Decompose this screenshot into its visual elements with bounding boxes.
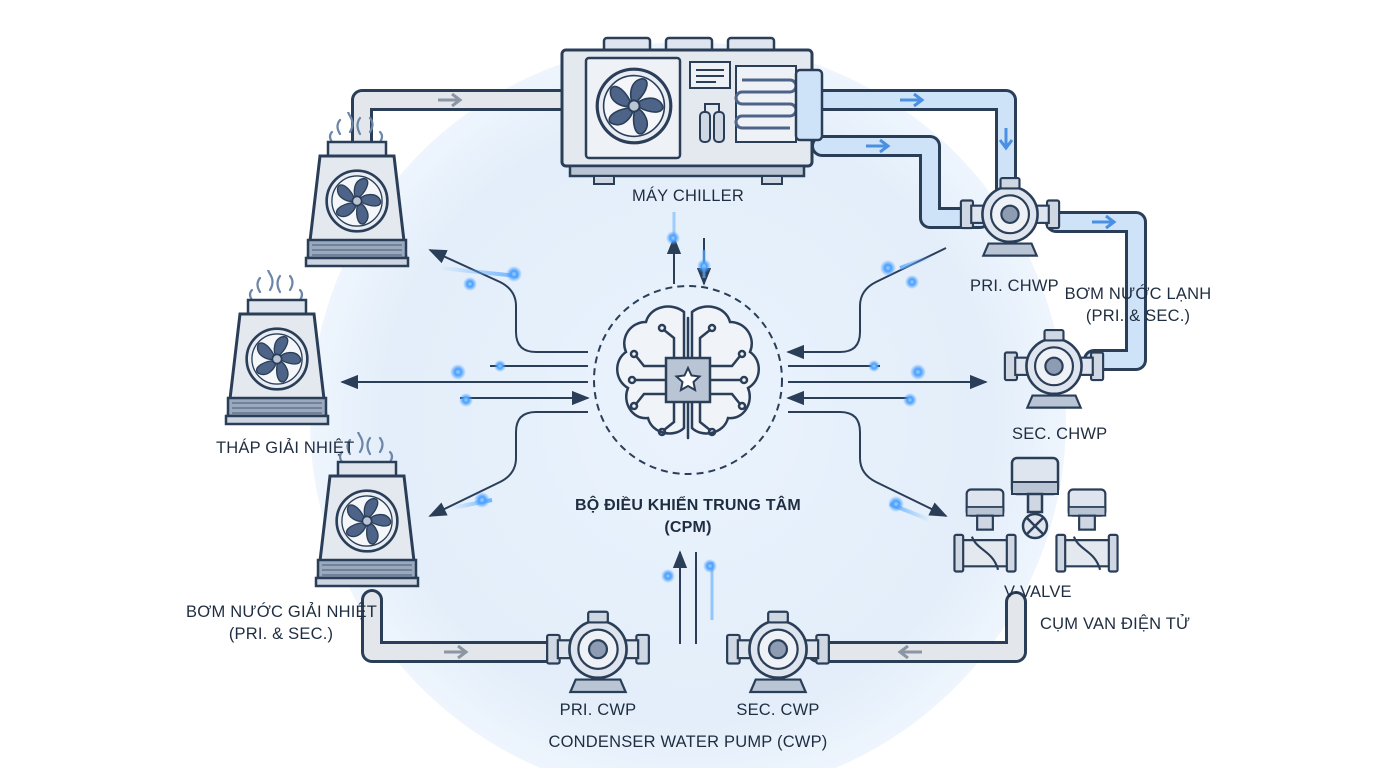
- flow-arrows: [438, 92, 1117, 660]
- pri-cwp-label: PRI. CWP: [559, 701, 637, 719]
- chiller-icon[interactable]: [560, 36, 824, 185]
- controller-ring: [593, 285, 783, 475]
- valve-icon[interactable]: [1055, 488, 1119, 573]
- cooling-tower-label: THÁP GIẢI NHIỆT: [216, 439, 355, 457]
- chwp-group-label-line2: (PRI. & SEC.): [1085, 307, 1191, 325]
- sec-cwp-label: SEC. CWP: [736, 701, 820, 719]
- valve-icon[interactable]: [1010, 456, 1060, 540]
- cwp-title: CONDENSER WATER PUMP (CWP): [548, 733, 828, 751]
- brain-chip-icon[interactable]: [616, 305, 760, 440]
- flow-arrow: [444, 644, 469, 660]
- controller-label-line1: BỘ ĐIỀU KHIỂN TRUNG TÂM: [575, 497, 801, 514]
- pipe-network: [351, 89, 1147, 663]
- flow-arrow: [897, 644, 922, 660]
- controller-label-line2: (CPM): [664, 519, 712, 536]
- cooling-tower-icon[interactable]: [226, 266, 328, 424]
- cwp-group-label-line2: (PRI. & SEC.): [228, 625, 334, 643]
- flow-arrow: [998, 128, 1014, 151]
- signal-glows: [360, 212, 1000, 620]
- chwp-group-label-line1: BƠM NƯỚC LẠNH: [1064, 285, 1212, 303]
- flow-arrow: [900, 92, 925, 108]
- flow-arrow: [1092, 214, 1117, 230]
- v-valve-label: V-VALVE: [1004, 583, 1072, 601]
- star-icon: [674, 365, 702, 392]
- signal-lines: [340, 236, 988, 644]
- chiller-label: MÁY CHILLER: [632, 187, 744, 205]
- flow-arrow: [438, 92, 463, 108]
- flow-arrow: [866, 138, 891, 154]
- valve-group-label: CỤM VAN ĐIỆN TỬ: [1040, 615, 1191, 633]
- sec-chwp-label: SEC. CHWP: [1012, 425, 1108, 443]
- pri-chwp-label: PRI. CHWP: [970, 277, 1059, 295]
- cwp-group-label-line1: BƠM NƯỚC GIẢI NHIỆT: [186, 603, 378, 621]
